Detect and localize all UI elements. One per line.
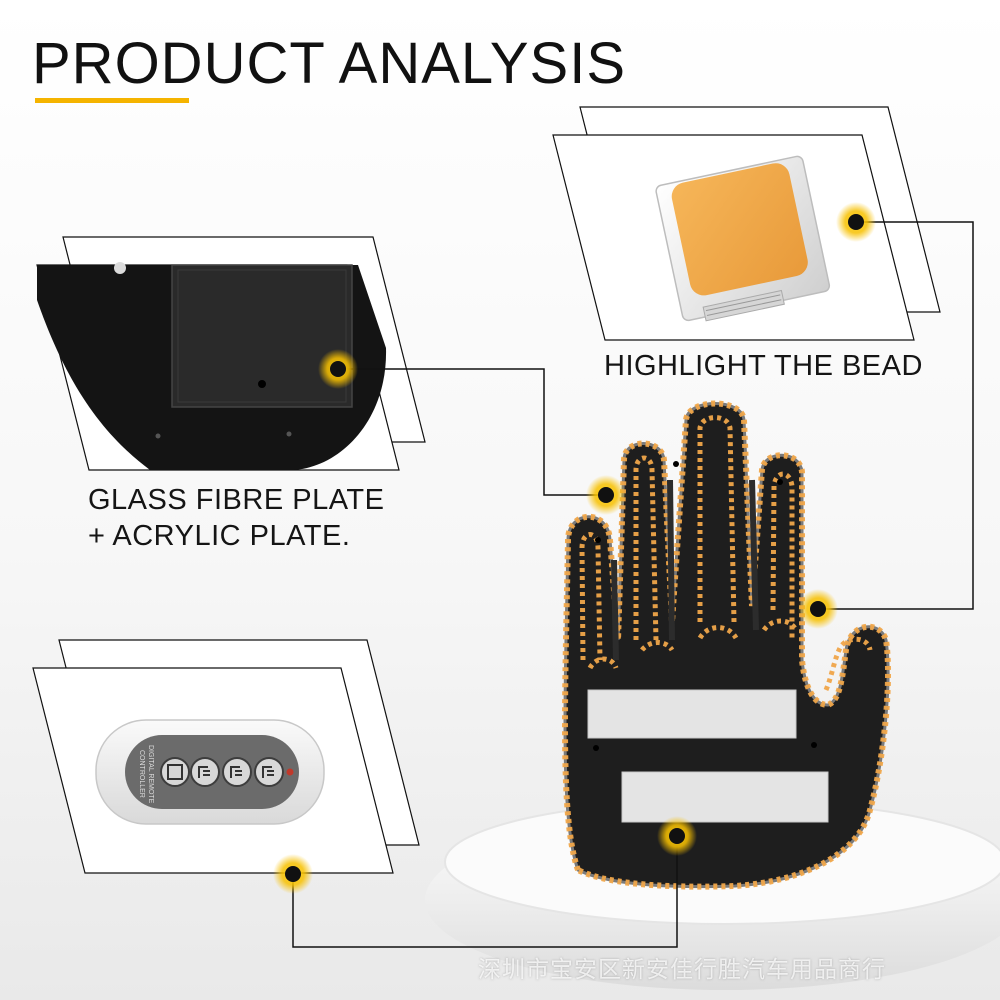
title-underline [35, 98, 189, 103]
dot-bead [836, 202, 876, 242]
led-bead [655, 155, 831, 322]
bead-panel [552, 106, 941, 341]
page-title: PRODUCT ANALYSIS [32, 31, 627, 96]
watermark-text: 深圳市宝安区新安佳行胜汽车用品商行 [478, 957, 886, 983]
remote-printed-text-1: DIGITAL REMOTE [147, 745, 154, 804]
remote-button-hand-3 [254, 757, 284, 787]
hand-led-board [562, 400, 892, 890]
remote-button-square [160, 757, 190, 787]
remote-panel: DIGITAL REMOTE CONTROLLER [32, 639, 420, 874]
connector-plate [338, 368, 606, 496]
plate-panel [36, 236, 426, 471]
dot-hand-bottom [657, 816, 697, 856]
connector-bead [818, 221, 974, 610]
plate-label-line2: + ACRYLIC PLATE. [88, 520, 351, 552]
board-sticker-1 [587, 689, 797, 739]
remote-button-hand-2 [222, 757, 252, 787]
remote-control: DIGITAL REMOTE CONTROLLER [95, 719, 325, 825]
plate-label-line1: GLASS FIBRE PLATE [88, 484, 385, 516]
connector-lines [292, 221, 974, 948]
bead-label: HIGHLIGHT THE BEAD [604, 350, 923, 382]
board-sticker-2 [621, 771, 829, 823]
connector-remote [292, 836, 678, 948]
highlight-dots [273, 202, 876, 894]
dot-hand-right [798, 589, 838, 629]
dot-plate [318, 349, 358, 389]
remote-button-hand-1 [190, 757, 220, 787]
dot-remote [273, 854, 313, 894]
dot-hand-upper [586, 475, 626, 515]
remote-indicator-led [286, 768, 294, 776]
remote-printed-text-2: CONTROLLER [138, 750, 145, 798]
